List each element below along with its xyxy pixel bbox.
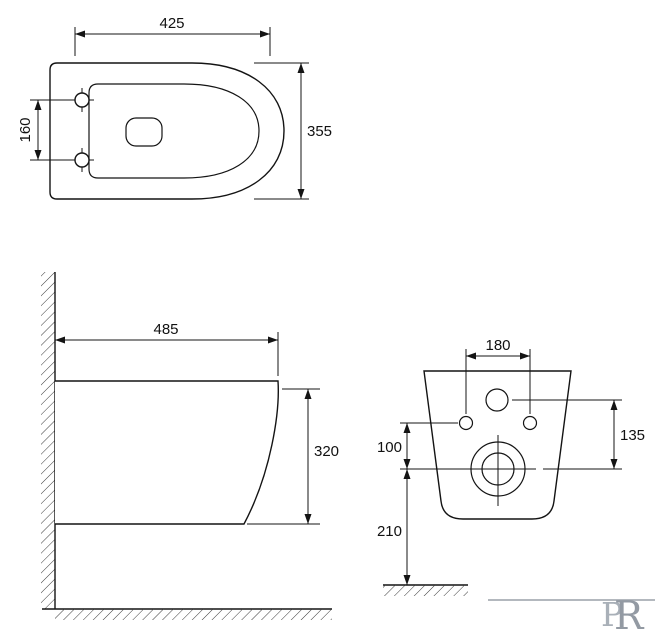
dim-425-label: 425 xyxy=(159,15,184,32)
dimension-hole-spacing: 160 xyxy=(17,100,42,160)
dimension-drain-height: 210 xyxy=(377,469,411,585)
dim-160-label: 160 xyxy=(17,117,34,142)
dimension-holes-to-drain: 100 xyxy=(377,422,461,470)
dimension-side-height: 320 xyxy=(247,388,339,525)
dim-320-label: 320 xyxy=(314,443,339,460)
dim-355-label: 355 xyxy=(307,123,332,140)
dim-100-label: 100 xyxy=(377,439,402,456)
dimension-top-width: 425 xyxy=(74,15,271,56)
floor-hatching-side xyxy=(55,609,332,620)
top-view: 425 355 160 xyxy=(17,15,332,200)
dim-210-label: 210 xyxy=(377,523,402,540)
rear-view: 180 135 100 210 xyxy=(377,337,645,596)
floor-hatching-rear xyxy=(383,585,468,596)
drain-outlet xyxy=(461,435,536,506)
dim-135-label: 135 xyxy=(620,427,645,444)
top-view-flush-outlet xyxy=(125,117,163,147)
top-view-mount-hole-lower xyxy=(30,148,94,172)
dimension-inlet-to-drain: 135 xyxy=(512,399,645,470)
mount-hole-lower-circle xyxy=(74,152,90,168)
dimension-top-depth: 355 xyxy=(254,62,332,200)
mount-hole-upper-circle xyxy=(74,92,90,108)
dimension-bolt-spacing: 180 xyxy=(465,337,531,414)
logo-letter-p: P xyxy=(601,595,623,634)
wall-hatching xyxy=(41,272,55,609)
dim-180-label: 180 xyxy=(485,337,510,354)
rear-mount-hole-left xyxy=(458,415,474,431)
top-view-seat-opening xyxy=(88,83,260,179)
water-inlet-hole xyxy=(485,388,509,412)
dimension-side-length: 485 xyxy=(55,321,279,376)
dim-485-label: 485 xyxy=(153,321,178,338)
side-view: 485 320 xyxy=(41,272,339,620)
side-view-bowl-profile xyxy=(55,380,279,525)
logo-letter-r: R xyxy=(614,594,645,639)
rear-mount-hole-right xyxy=(522,415,538,431)
top-view-outer-rim xyxy=(49,62,285,200)
brand-logo: P R xyxy=(488,594,655,639)
